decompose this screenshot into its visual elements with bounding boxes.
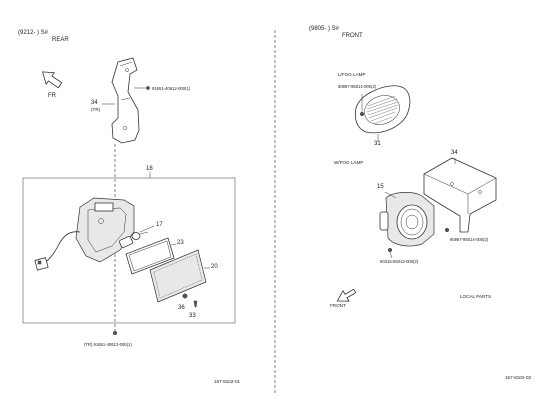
fr-direction-label: FR — [48, 93, 56, 99]
front-arrow-icon — [336, 288, 357, 302]
lfog-title: L/FOG LAMP — [338, 72, 366, 77]
front-location-label: FRONT — [342, 33, 363, 39]
wfog-bracket-ref-34: 34 — [451, 150, 458, 156]
part-ref-17: 17 — [156, 222, 163, 228]
wfog-screw-bottom-icon — [387, 247, 393, 253]
bracket-screw-code: 91651-40612-000(1) — [152, 86, 191, 91]
rear-period-label: (9212- ) S# — [18, 30, 49, 36]
front-bracket-34 — [423, 157, 497, 233]
screw-36-icon — [182, 293, 188, 299]
bracket-34-rear — [111, 57, 140, 144]
bottom-screw-code: (TR) 91651-40612-000(1) — [84, 342, 132, 347]
screw-33-icon — [193, 300, 198, 308]
part-ref-23: 23 — [177, 240, 184, 246]
rear-fog-lamp-housing — [75, 197, 135, 263]
front-figure-id: 157-8102-02 — [505, 375, 532, 380]
lens-20 — [149, 249, 207, 303]
wfog-code-bottom: 90315-55013-000(2) — [380, 259, 419, 264]
lfog-code: 90987-95014-000(2) — [338, 84, 377, 89]
bracket-ref-34: 34 — [91, 100, 98, 106]
part-ref-33: 33 — [189, 313, 196, 319]
wfog-title: W/FOG LAMP — [334, 160, 364, 165]
bottom-screw-icon — [112, 330, 118, 336]
front-fog-lamp-15 — [379, 192, 435, 247]
rear-location-label: REAR — [52, 37, 69, 43]
lfog-lamp-31 — [354, 85, 411, 134]
wire-harness — [34, 231, 81, 271]
bracket-note: (TR) — [91, 107, 101, 112]
front-period-label: (9805- ) S# — [309, 26, 340, 32]
wfog-code-right: 90987-95014-000(2) — [450, 237, 489, 242]
lfog-ref-31: 31 — [374, 141, 381, 147]
part-ref-36: 36 — [178, 305, 185, 311]
bulb-17 — [119, 232, 141, 248]
part-ref-20: 20 — [211, 264, 218, 270]
wfog-lamp-ref-15: 15 — [377, 184, 384, 190]
gasket-23 — [125, 237, 175, 275]
local-parts-note: LOCAL PARTS — [460, 294, 492, 299]
screw-icon — [146, 86, 150, 90]
assembly-ref-18: 18 — [146, 166, 153, 172]
lfog-screw-icon — [359, 111, 365, 117]
wfog-screw-right-icon — [444, 227, 450, 233]
rear-figure-id: 157-8102-01 — [214, 379, 241, 384]
assembly-box-18 — [22, 177, 236, 324]
front-direction-label: FRONT — [330, 303, 346, 308]
fr-arrow-icon — [42, 71, 63, 89]
